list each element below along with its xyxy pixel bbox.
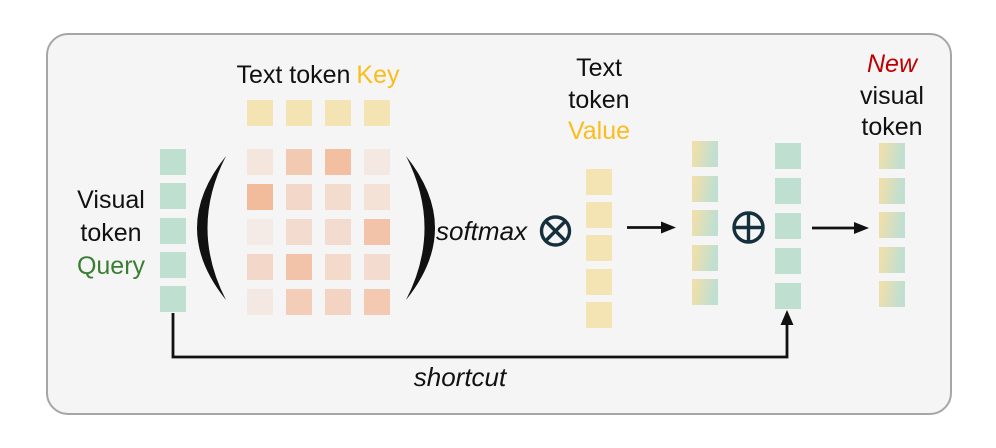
attention-matrix (246, 149, 391, 316)
attention-cell (325, 254, 352, 281)
token-square-gradient (879, 246, 905, 273)
token-square-gradient (879, 281, 905, 307)
attention-cell (325, 219, 352, 246)
attention-cell (246, 254, 273, 281)
query-label-line2: token (80, 219, 142, 247)
value-label-highlight: Value (567, 117, 631, 145)
token-square-yellow (586, 235, 612, 262)
attention-cell (325, 289, 352, 316)
token-square-gradient (692, 279, 718, 305)
attention-cell (364, 254, 391, 281)
token-square-gradient (692, 175, 718, 202)
attention-cell (285, 149, 312, 175)
attention-cell (246, 149, 273, 175)
attention-cell (325, 149, 352, 175)
visual-shortcut-token-column (775, 143, 801, 309)
token-square-green (775, 143, 801, 169)
token-square-yellow (246, 100, 273, 126)
attention-cell (285, 219, 312, 246)
token-square-yellow (364, 100, 391, 126)
token-square-gradient (692, 244, 718, 271)
token-square-green (160, 286, 186, 313)
token-square-yellow (586, 268, 612, 295)
new-visual-token-column (879, 143, 905, 307)
attention-cell (285, 289, 312, 316)
token-square-green (160, 183, 186, 210)
text-token-value-label: Text token Value (551, 53, 647, 148)
query-label-highlight: Query (76, 252, 146, 280)
softmax-label: softmax (436, 216, 528, 246)
query-label-line1: Visual (77, 186, 145, 214)
token-square-green (775, 283, 801, 309)
new-label-line2: visual (860, 81, 924, 110)
token-square-yellow (586, 302, 612, 329)
attended-token-column (692, 141, 718, 305)
token-square-gradient (879, 143, 905, 169)
token-square-green (775, 248, 801, 274)
attention-cell (325, 184, 352, 211)
attention-cell (364, 289, 391, 316)
token-square-green (160, 217, 186, 244)
visual-token-query-label: Visual token Query (64, 184, 158, 283)
attention-cell (246, 184, 273, 211)
token-square-yellow (586, 168, 612, 195)
new-label-highlight: New (866, 50, 917, 78)
attention-cell (246, 289, 273, 316)
key-token-row (246, 100, 391, 126)
token-square-green (775, 178, 801, 204)
key-label-prefix: Text token (236, 61, 351, 89)
value-label-line2: token (568, 85, 630, 114)
token-square-yellow (586, 201, 612, 228)
token-square-yellow (285, 100, 312, 126)
key-label-highlight: Key (356, 61, 400, 89)
attention-cell (364, 219, 391, 246)
shortcut-label: shortcut (413, 362, 507, 392)
value-label-line1: Text (576, 54, 622, 82)
token-square-gradient (692, 210, 718, 236)
value-token-column (586, 168, 612, 329)
token-square-yellow (325, 100, 352, 126)
query-token-column (160, 149, 186, 313)
token-square-gradient (692, 141, 718, 167)
new-visual-token-label: New visual token (844, 49, 940, 144)
token-square-green (775, 213, 801, 239)
token-square-green (160, 251, 186, 278)
token-square-green (160, 149, 186, 175)
attention-cell (285, 254, 312, 281)
attention-cell (246, 219, 273, 246)
token-square-gradient (879, 177, 905, 204)
attention-cell (364, 184, 391, 211)
attention-cell (285, 184, 312, 211)
attention-cell (364, 149, 391, 175)
new-label-line3: token (861, 113, 923, 141)
token-square-gradient (879, 212, 905, 238)
